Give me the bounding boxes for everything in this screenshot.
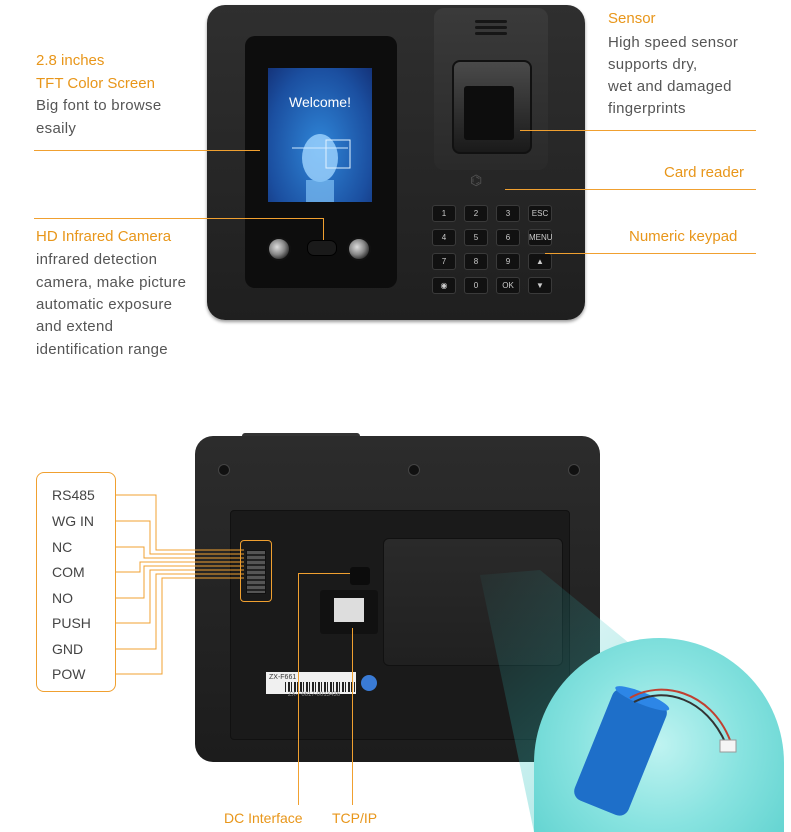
camera-callout-line-v	[323, 218, 324, 240]
battery-icon	[574, 686, 737, 816]
dc-interface-callout: DC Interface	[224, 810, 303, 826]
hd-camera-lens	[307, 240, 337, 256]
camera-callout-desc-2: camera, make picture	[36, 274, 187, 291]
key-6[interactable]: 6	[496, 229, 520, 246]
camera-callout-desc-3: automatic exposure	[36, 296, 173, 313]
camera-callout-desc-4: and extend	[36, 318, 114, 335]
sensor-callout-title: Sensor	[608, 10, 656, 27]
rfid-icon: ⌬	[470, 172, 483, 188]
key-1[interactable]: 1	[432, 205, 456, 222]
tft-screen: Welcome!	[268, 68, 372, 202]
camera-callout-desc-5: identification range	[36, 341, 168, 358]
screen-callout-title-2: TFT Color Screen	[36, 75, 155, 92]
key-7[interactable]: 7	[432, 253, 456, 270]
card-reader-callout: Card reader	[664, 164, 745, 181]
face-scan-icon	[292, 134, 351, 202]
key-up[interactable]: ▲	[528, 253, 552, 270]
key-menu[interactable]: MENU	[528, 229, 553, 246]
sensor-callout-desc-4: fingerprints	[608, 100, 686, 117]
pin-rs485: RS485	[52, 487, 95, 503]
ir-led-right	[347, 237, 371, 261]
pin-label-box	[36, 472, 116, 692]
fingerprint-glass	[464, 86, 514, 140]
key-4[interactable]: 4	[432, 229, 456, 246]
pin-nc: NC	[52, 539, 73, 555]
barcode	[285, 682, 355, 692]
pin-push: PUSH	[52, 615, 91, 631]
pin-gnd: GND	[52, 641, 84, 657]
dc-jack[interactable]	[350, 567, 370, 585]
battery-zoom-circle	[534, 638, 784, 832]
sensor-callout-desc-1: High speed sensor	[608, 34, 739, 51]
camera-callout-desc-1: infrared detection	[36, 251, 158, 268]
screw-icon	[568, 464, 580, 476]
keypad-callout-line	[545, 253, 756, 254]
welcome-text: Welcome!	[289, 94, 351, 110]
screen-callout-title-1: 2.8 inches	[36, 52, 105, 69]
camera-callout-title: HD Infrared Camera	[36, 228, 172, 245]
tcpip-callout-line-v	[352, 628, 353, 805]
dc-callout-line-v	[298, 573, 299, 805]
card-reader-callout-line	[505, 189, 756, 190]
pin-wiring-lines	[116, 494, 244, 675]
screen-callout-desc-2: esaily	[36, 120, 77, 137]
key-esc[interactable]: ESC	[528, 205, 552, 222]
rj45-port-inner	[334, 598, 364, 622]
tcpip-callout: TCP/IP	[332, 810, 378, 826]
key-0[interactable]: 0	[464, 277, 488, 294]
pin-pow: POW	[52, 666, 86, 682]
key-ok[interactable]: OK	[496, 277, 520, 294]
key-8[interactable]: 8	[464, 253, 488, 270]
screen-callout-line	[34, 150, 260, 151]
qc-stamp	[361, 675, 377, 691]
dc-callout-line-h	[298, 573, 350, 574]
speaker-grill	[475, 20, 507, 44]
pin-wg-in: WG IN	[52, 513, 94, 529]
screw-icon	[408, 464, 420, 476]
screen-callout-desc-1: Big font to browse	[36, 97, 162, 114]
sticker-serial: ZX-F6617-0013436	[288, 692, 341, 698]
key-down[interactable]: ▼	[528, 277, 552, 294]
key-3[interactable]: 3	[496, 205, 520, 222]
camera-callout-line	[34, 218, 324, 219]
key-2[interactable]: 2	[464, 205, 488, 222]
terminal-highlight	[240, 540, 272, 602]
key-9[interactable]: 9	[496, 253, 520, 270]
sensor-callout-line	[520, 130, 756, 131]
keypad-callout: Numeric keypad	[629, 228, 738, 245]
pin-no: NO	[52, 590, 73, 606]
screw-icon	[218, 464, 230, 476]
wiring-terminal[interactable]	[246, 550, 266, 594]
pin-com: COM	[52, 564, 85, 580]
sticker-model: ZX-F661	[269, 674, 297, 681]
sensor-callout-desc-3: wet and damaged	[608, 78, 732, 95]
ir-led-left	[267, 237, 291, 261]
sensor-callout-desc-2: supports dry,	[608, 56, 698, 73]
key-power[interactable]: ◉	[432, 277, 456, 294]
key-5[interactable]: 5	[464, 229, 488, 246]
